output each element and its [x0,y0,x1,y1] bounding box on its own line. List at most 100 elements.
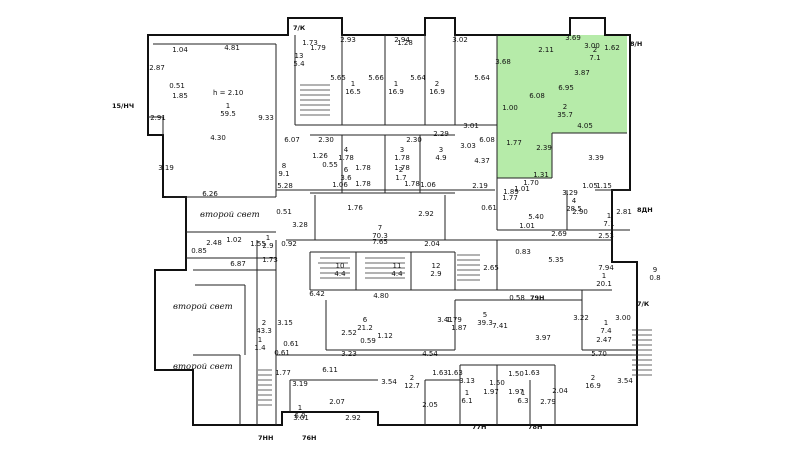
dimension-label: 1.97 [483,388,499,396]
dimension-label: 2.30 [318,136,334,144]
dimension-label: 3.13 [459,377,475,385]
dimension-label: 1.89 [503,188,519,196]
axis-label-6: 7НH [258,434,273,442]
dimension-label: 1.76 [347,204,363,212]
dimension-label: 0.61 [274,349,290,357]
room-number: 1 [266,234,270,242]
room-number: 9 [653,266,657,274]
dimension-label: 5.35 [548,256,564,264]
dimension-label: 1.70 [523,179,539,187]
dimension-label: 1.31 [533,171,549,179]
room-number: 1 [351,80,355,88]
dimension-label: 3.19 [158,164,174,172]
dimension-label: 0.55 [322,161,338,169]
dimension-label: 0.61 [481,204,497,212]
dimension-label: 2.04 [552,387,568,395]
room-area: 59.5 [220,110,236,118]
room-area: 16.9 [585,382,601,390]
highlighted-unit[interactable] [497,35,627,178]
dimension-label: 5.66 [368,74,384,82]
room-area: 70.3 [372,232,388,240]
dimension-label: 1.73 [262,256,278,264]
room-number: 2 [262,319,266,327]
room-number: 3 [439,146,443,154]
room-number: 13 [295,52,304,60]
room-area: 6.1 [461,397,472,405]
room-number: 7 [378,224,382,232]
dimension-label: 5.64 [410,74,426,82]
dimension-label: 2.47 [596,336,612,344]
dimension-label: 0.61 [283,340,299,348]
room-area: 4.4 [334,270,346,278]
room-number: 2 [410,374,414,382]
room-area: 35.7 [557,111,573,119]
room-area: 0.8 [649,274,660,282]
dimension-label: 1.87 [451,324,467,332]
dimension-label: 7.41 [492,322,508,330]
dimension-label: 1.63 [447,369,463,377]
room-area: 5.4 [293,60,305,68]
dimension-label: 5.28 [277,182,293,190]
room-number: 6 [363,316,368,324]
dimension-label: 3.54 [617,377,633,385]
dimension-label: 0.51 [276,208,292,216]
dimension-label: 1.63 [432,369,448,377]
dimension-label: 1.28 [397,39,413,47]
dimension-label: 5.40 [528,213,544,221]
dimension-label: 6.87 [230,260,246,268]
dimension-label: 1.78 [355,164,371,172]
dimension-label: 3.28 [292,221,308,229]
dimension-label: 3.01 [463,122,479,130]
room-area: 2.9 [430,270,441,278]
room-number: 6 [344,166,349,174]
dimension-label: 3.00 [584,42,600,50]
room-area: 9.1 [278,170,289,178]
room-number: 1 [602,272,606,280]
room-area: 2.9 [262,242,273,250]
second-light-label-1: второй свет [200,210,260,220]
dimension-label: 3.03 [460,142,476,150]
dimension-label: 2.07 [329,398,345,406]
axis-label-10: 79H [530,294,545,302]
room-number: 2 [435,80,439,88]
dimension-label: 2.79 [540,398,556,406]
dimension-label: 1.55 [250,240,266,248]
dimension-label: 1.85 [172,92,188,100]
room-labels: 159.5116.5116.9216.9235.727.189.1770.317… [220,46,660,420]
axis-label-3: 15/HЧ [112,102,134,110]
dimension-label: 1.00 [502,104,518,112]
dimension-label: 2.90 [572,208,588,216]
dimension-label: 1.15 [596,182,612,190]
axis-label-5: 7/К [637,300,650,308]
room-number: 4 [572,197,577,205]
room-number: 2 [593,46,597,54]
room-number: 1 [465,389,469,397]
dimension-label: 3.22 [573,314,589,322]
room-number: 1 [258,336,262,344]
dimension-label: 3.23 [341,350,357,358]
dimension-label: 2.92 [345,414,361,422]
dimension-label: 3.19 [292,380,308,388]
room-area: 7.4 [600,327,612,335]
room-area: 6.3 [517,397,528,405]
dimension-label: 3.02 [452,36,468,44]
room-number: 1 [604,319,608,327]
room-area: 7.1 [603,220,614,228]
dimension-label: 3.97 [535,334,551,342]
dimension-label: 1.62 [604,44,620,52]
dimension-label: 2.04 [424,240,440,248]
dimension-label: 1.73 [302,39,318,47]
dimension-label: 2.29 [433,130,449,138]
room-number: 12 [432,262,441,270]
room-area: 39.3 [477,319,493,327]
room-area: 21.2 [357,324,373,332]
dimension-label: 2.94 [394,36,410,44]
room-number: 5 [483,311,487,319]
dimension-label: 6.42 [309,290,325,298]
room-area: 1.78 [338,154,354,162]
dimension-label: 1.26 [312,152,328,160]
dimension-label: 2.11 [538,46,554,54]
room-number: 2 [563,103,567,111]
outer-wall [147,17,638,426]
dimension-label: 6.11 [322,366,338,374]
